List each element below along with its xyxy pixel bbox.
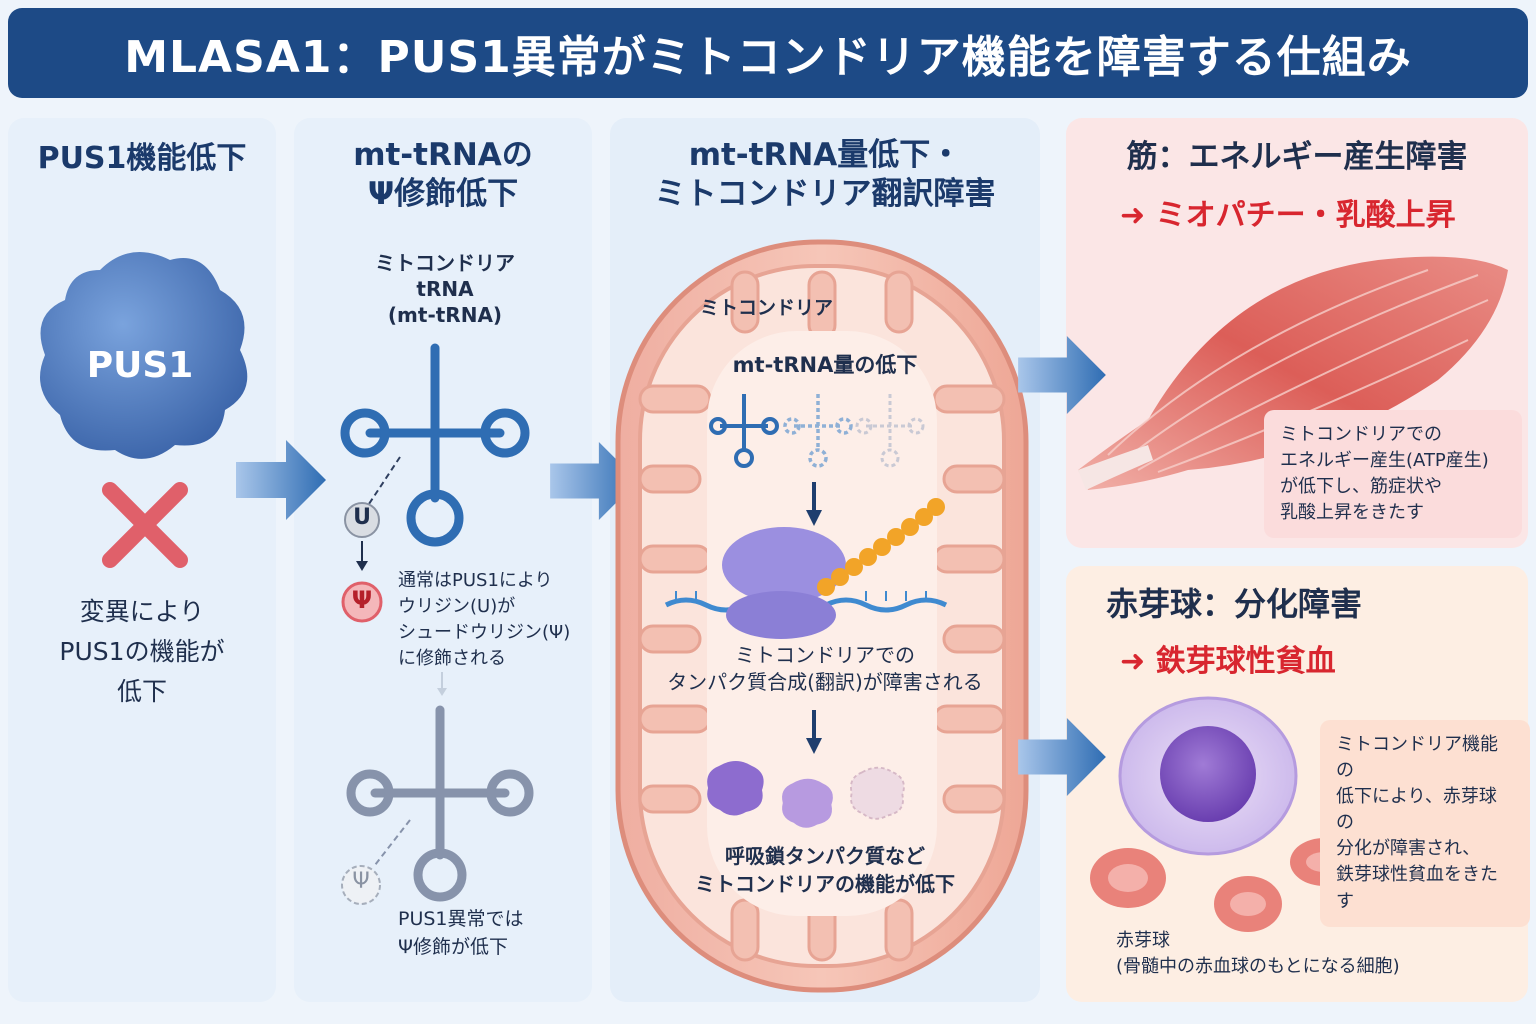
small-trna-ghost-icon <box>855 394 925 468</box>
translation-desc: ミトコンドリアでの タンパク質合成(翻訳)が障害される <box>620 642 1030 696</box>
panel5-desc-line1: ミトコンドリア機能の <box>1336 734 1498 782</box>
erythroblast-icon <box>1118 696 1298 856</box>
panel5-desc-line2: 低下により、赤芽球の <box>1336 786 1497 834</box>
protein-complex-icon <box>707 761 764 816</box>
trna-abnormal-icon <box>346 705 534 902</box>
panel3-heading-line2: ミトコンドリア翻訳障害 <box>654 175 996 212</box>
respiratory-desc-line2: ミトコンドリアの機能が低下 <box>695 872 955 896</box>
panel4-desc-line4: 乳酸上昇をきたす <box>1280 502 1424 524</box>
panel5-desc-line4: 鉄芽球性貧血をきたす <box>1336 864 1498 912</box>
panel5-heading: 赤芽球：分化障害 <box>1106 585 1363 623</box>
cross-icon <box>102 482 188 568</box>
muscle-icon <box>1078 256 1508 490</box>
page-title: MLASA1：PUS1異常がミトコンドリア機能を障害する仕組み <box>8 8 1528 98</box>
normal-desc-line2: ウリジン(U)が <box>398 596 516 618</box>
panel5-desc-line3: 分化が障害され、 <box>1336 838 1481 860</box>
pus1-protein-label: PUS1 <box>86 345 194 386</box>
pseudouridine-label: Ψ <box>351 586 373 614</box>
pseudouridine-faint-label: Ψ <box>352 869 370 894</box>
trna-label-line2: tRNA <box>416 277 474 301</box>
panel2-heading-line1: mt-tRNAの <box>353 137 533 173</box>
trna-decrease-label: mt-tRNA量の低下 <box>732 353 918 377</box>
erythroblast-label-line2: (骨髄中の赤血球のもとになる細胞) <box>1116 956 1400 978</box>
panel4-result: ➜ ミオパチー・乳酸上昇 <box>1120 198 1456 233</box>
protein-complex-ghost-icon <box>850 766 905 820</box>
panel1-desc-line1: 変異により <box>79 597 205 626</box>
translation-desc-line1: ミトコンドリアでの <box>735 643 915 667</box>
trna-label-line1: ミトコンドリア <box>375 251 515 275</box>
normal-desc-line1: 通常はPUS1により <box>398 570 553 591</box>
abnormal-desc-line1: PUS1異常では <box>398 908 524 930</box>
small-trna-faded-icon <box>783 394 853 468</box>
uridine-icon <box>344 502 380 538</box>
trna-label-line3: (mt-tRNA) <box>387 303 503 327</box>
arrow-right-icon <box>236 440 326 520</box>
arrow-right-icon <box>1018 718 1106 796</box>
mitochondria-label: ミトコンドリア <box>700 297 834 319</box>
ribosome-icon <box>664 498 948 639</box>
protein-complex-faded-icon <box>782 778 833 828</box>
arrow-down-small-icon <box>356 541 368 571</box>
small-trna-icon <box>709 394 779 468</box>
panel4-heading: 筋：エネルギー産生障害 <box>1126 139 1468 175</box>
respiratory-desc: 呼吸鎖タンパク質など ミトコンドリアの機能が低下 <box>620 842 1030 898</box>
arrow-down-icon <box>806 482 822 526</box>
panel4-desc-line3: が低下し、筋症状や <box>1280 476 1442 498</box>
abnormal-desc-line2: Ψ修飾が低下 <box>398 935 508 958</box>
arrow-down-faint-icon <box>437 672 447 696</box>
trna-normal-icon <box>340 343 530 547</box>
pseudouridine-icon <box>341 581 383 623</box>
arrow-down-icon <box>806 710 822 754</box>
panel2-heading: mt-tRNAの Ψ修飾低下 <box>294 136 592 214</box>
respiratory-desc-line1: 呼吸鎖タンパク質など <box>725 844 925 868</box>
panel1-heading: PUS1機能低下 <box>37 141 247 176</box>
panel5-result: ➜ 鉄芽球性貧血 <box>1120 644 1336 679</box>
panel1-desc-line2: PUS1の機能が <box>59 637 225 666</box>
pseudouridine-faint-icon <box>341 865 381 905</box>
arrow-right-icon <box>1018 336 1106 414</box>
normal-desc-line4: に修飾される <box>398 648 506 670</box>
uridine-label: U <box>353 505 371 530</box>
erythroblast-label: 赤芽球 (骨髄中の赤血球のもとになる細胞) <box>1116 928 1496 980</box>
panel5-desc: ミトコンドリア機能の 低下により、赤芽球の 分化が障害され、 鉄芽球性貧血をきた… <box>1320 720 1530 927</box>
trna-label: ミトコンドリア tRNA (mt-tRNA) <box>320 250 570 328</box>
panel4-desc: ミトコンドリアでの エネルギー産生(ATP産生) が低下し、筋症状や 乳酸上昇を… <box>1264 410 1522 539</box>
normal-modification-desc: 通常はPUS1により ウリジン(U)が シュードウリジン(Ψ) に修飾される <box>398 568 588 672</box>
panel3-heading: mt-tRNA量低下・ ミトコンドリア翻訳障害 <box>610 136 1040 214</box>
pus1-protein-icon <box>40 252 248 459</box>
dashed-pointer-icon <box>364 456 401 511</box>
panel2-heading-line2: Ψ修飾低下 <box>367 175 519 212</box>
translation-desc-line2: タンパク質合成(翻訳)が障害される <box>667 670 983 694</box>
abnormal-modification-desc: PUS1異常では Ψ修飾が低下 <box>398 906 588 961</box>
panel4-desc-line1: ミトコンドリアでの <box>1280 424 1442 445</box>
erythroblast-label-line1: 赤芽球 <box>1116 930 1170 951</box>
panel1-desc: 変異により PUS1の機能が 低下 <box>8 592 276 712</box>
panel1-desc-line3: 低下 <box>116 677 167 706</box>
normal-desc-line3: シュードウリジン(Ψ) <box>398 622 571 644</box>
panel3-heading-line1: mt-tRNA量低下・ <box>688 137 962 173</box>
panel4-desc-line2: エネルギー産生(ATP産生) <box>1280 450 1489 472</box>
